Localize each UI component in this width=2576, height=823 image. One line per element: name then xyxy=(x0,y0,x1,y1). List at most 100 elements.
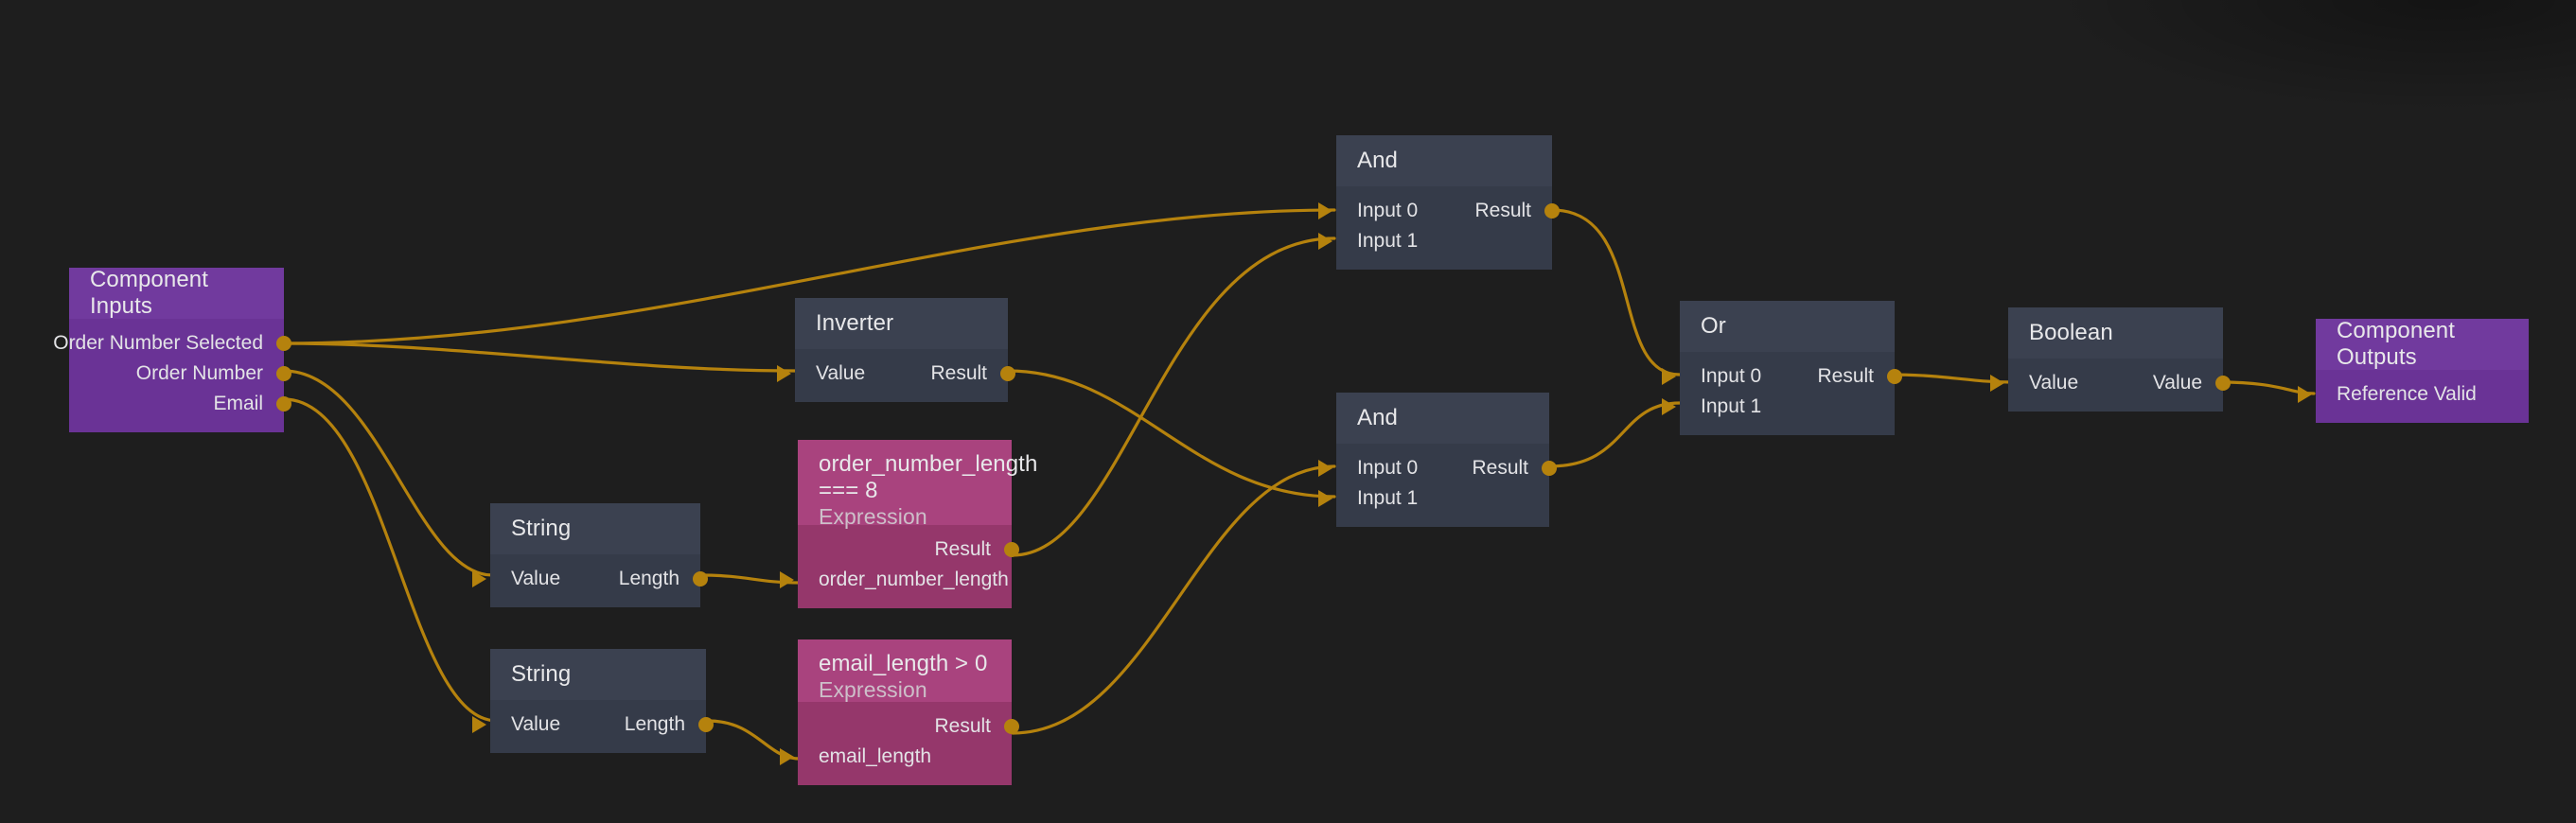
expression-text-email-length: email_length > 0 xyxy=(819,651,988,676)
port-label-reference-valid: Reference Valid xyxy=(2337,383,2477,405)
node-title-and-top: And xyxy=(1336,135,1552,186)
port-label-inverter-result: Result xyxy=(930,362,987,384)
port-row-and-mid-input0[interactable]: Input 0 Result xyxy=(1318,453,1557,483)
port-dot-and-mid-result[interactable] xyxy=(1542,461,1557,476)
node-title-string-email: String xyxy=(490,649,706,700)
port-label-boolean-value-in: Value xyxy=(2029,372,2079,394)
edge-ons-to-and-top-in0 xyxy=(282,208,1336,345)
arrow-icon-and-top-input1 xyxy=(1318,233,1332,250)
expression-text-order-number-length: order_number_length === 8 xyxy=(819,451,1038,503)
edge-expr-order-to-and-top-in1 xyxy=(1011,236,1336,557)
port-dot-and-top-result[interactable] xyxy=(1544,203,1560,219)
port-label-string-email-length: Length xyxy=(624,713,685,735)
node-string-email[interactable]: String Value Length xyxy=(472,649,714,753)
node-inverter[interactable]: Inverter Value Result xyxy=(777,298,1015,402)
port-label-or-input0: Input 0 xyxy=(1701,365,1762,387)
edge-and-top-to-or-in0 xyxy=(1550,208,1682,376)
port-dot-or-result[interactable] xyxy=(1887,369,1902,384)
port-label-and-top-result: Result xyxy=(1474,200,1531,221)
arrow-icon-string-email-value xyxy=(472,716,486,733)
port-label-and-mid-input1: Input 1 xyxy=(1357,487,1419,509)
edge-ons-to-inverter xyxy=(282,341,797,373)
port-row-or-input0[interactable]: Input 0 Result xyxy=(1662,361,1902,392)
node-body-expression-order-number-length: Result order_number_length xyxy=(780,525,1019,608)
port-dot-expr-order-result[interactable] xyxy=(1004,542,1019,557)
node-title-expression-order-number-length: order_number_length === 8 Expression xyxy=(798,440,1037,529)
node-and-top[interactable]: And Input 0 Result Input 1 xyxy=(1318,135,1560,270)
node-body-and-top: Input 0 Result Input 1 xyxy=(1318,186,1560,270)
port-row-boolean-value[interactable]: Value Value xyxy=(1990,368,2231,398)
port-label-order-number: Order Number xyxy=(135,362,263,384)
port-row-order-number-selected[interactable]: Order Number Selected xyxy=(53,328,291,359)
arrow-icon-or-input0 xyxy=(1662,368,1676,385)
port-label-order-number-selected: Order Number Selected xyxy=(53,332,263,354)
port-label-boolean-value-out: Value xyxy=(2152,372,2202,394)
port-dot-order-number[interactable] xyxy=(276,366,291,381)
expression-subtitle-email-length: Expression xyxy=(819,676,927,702)
port-row-expr-email-result[interactable]: Result xyxy=(798,711,1019,742)
node-title-component-outputs: Component Outputs xyxy=(2316,318,2529,370)
port-row-and-top-input1[interactable]: Input 1 xyxy=(1318,226,1552,256)
node-body-expression-email-length: Result email_length xyxy=(780,702,1019,785)
port-label-and-mid-result: Result xyxy=(1472,457,1528,479)
port-dot-string-email-length[interactable] xyxy=(698,717,714,732)
port-label-or-result: Result xyxy=(1817,365,1874,387)
node-title-boolean: Boolean xyxy=(2008,307,2223,359)
node-boolean[interactable]: Boolean Value Value xyxy=(1990,307,2231,412)
port-row-inverter-value[interactable]: Value Result xyxy=(777,359,1015,389)
node-or[interactable]: Or Input 0 Result Input 1 xyxy=(1662,301,1902,435)
port-label-string-order-length: Length xyxy=(618,568,679,589)
port-label-expr-order-input: order_number_length xyxy=(819,569,1009,590)
node-body-component-inputs: Order Number Selected Order Number Email xyxy=(53,319,291,432)
node-string-order-number[interactable]: String Value Length xyxy=(472,503,708,607)
node-body-string-email: Value Length xyxy=(472,700,714,753)
node-body-component-outputs: Reference Valid xyxy=(2298,370,2529,423)
node-body-string-order-number: Value Length xyxy=(472,554,708,607)
arrow-icon-or-input1 xyxy=(1662,398,1676,415)
node-title-or: Or xyxy=(1680,301,1895,352)
port-dot-email[interactable] xyxy=(276,396,291,412)
port-dot-string-order-length[interactable] xyxy=(693,571,708,587)
port-row-string-order-value[interactable]: Value Length xyxy=(472,564,708,594)
port-row-and-top-input0[interactable]: Input 0 Result xyxy=(1318,196,1560,226)
node-title-inverter: Inverter xyxy=(795,298,1008,349)
port-row-expr-order-input[interactable]: order_number_length xyxy=(780,565,1012,595)
port-row-email[interactable]: Email xyxy=(69,389,291,419)
edge-email-to-string-email xyxy=(282,397,499,723)
port-dot-inverter-result[interactable] xyxy=(1000,366,1015,381)
node-component-inputs[interactable]: Component Inputs Order Number Selected O… xyxy=(53,267,291,432)
arrow-icon-and-mid-input0 xyxy=(1318,460,1332,477)
port-row-or-input1[interactable]: Input 1 xyxy=(1662,392,1895,422)
arrow-icon-string-order-value xyxy=(472,570,486,587)
port-dot-expr-email-result[interactable] xyxy=(1004,719,1019,734)
edge-expr-email-to-and-mid-in0 xyxy=(1011,464,1336,735)
port-row-string-email-value[interactable]: Value Length xyxy=(472,709,714,740)
node-component-outputs[interactable]: Component Outputs Reference Valid xyxy=(2298,318,2529,423)
port-row-order-number[interactable]: Order Number xyxy=(69,359,291,389)
port-row-expr-email-input[interactable]: email_length xyxy=(780,742,1012,772)
node-expression-order-number-length[interactable]: order_number_length === 8 Expression Res… xyxy=(780,440,1037,608)
port-label-or-input1: Input 1 xyxy=(1701,395,1762,417)
port-row-reference-valid[interactable]: Reference Valid xyxy=(2298,379,2529,410)
port-dot-order-number-selected[interactable] xyxy=(276,336,291,351)
node-body-boolean: Value Value xyxy=(1990,359,2231,412)
port-row-and-mid-input1[interactable]: Input 1 xyxy=(1318,483,1549,514)
arrow-icon-and-top-input0 xyxy=(1318,202,1332,219)
node-title-and-middle: And xyxy=(1336,393,1549,444)
port-dot-boolean-value-out[interactable] xyxy=(2215,376,2231,391)
node-body-and-middle: Input 0 Result Input 1 xyxy=(1318,444,1557,527)
arrow-icon-expr-order-input xyxy=(780,571,794,588)
arrow-icon-and-mid-input1 xyxy=(1318,490,1332,507)
arrow-icon-reference-valid xyxy=(2298,386,2312,403)
node-and-middle[interactable]: And Input 0 Result Input 1 xyxy=(1318,393,1557,527)
port-label-expr-email-input: email_length xyxy=(819,745,932,767)
port-row-expr-order-result[interactable]: Result xyxy=(798,534,1019,565)
port-label-string-order-value: Value xyxy=(511,568,561,589)
node-body-or: Input 0 Result Input 1 xyxy=(1662,352,1902,435)
arrow-icon-expr-email-input xyxy=(780,748,794,765)
node-expression-email-length[interactable]: email_length > 0 Expression Result email… xyxy=(780,639,1019,785)
port-label-string-email-value: Value xyxy=(511,713,561,735)
edge-ordernumber-to-string-order xyxy=(282,369,494,577)
port-label-and-top-input1: Input 1 xyxy=(1357,230,1419,252)
